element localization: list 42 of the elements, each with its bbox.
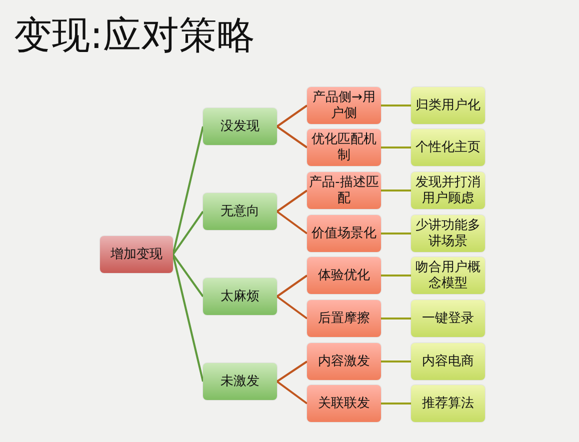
strategy-box: 个性化主页 [411, 129, 485, 166]
connector-line [381, 360, 411, 362]
strategy-box: 少讲功能多讲场景 [411, 215, 485, 252]
category-box: 太麻烦 [203, 278, 277, 315]
cause-box: 内容激发 [307, 343, 381, 380]
strategy-box: 一键登录 [411, 300, 485, 337]
strategy-box: 归类用户化 [411, 87, 485, 124]
category-box: 没发现 [203, 108, 277, 145]
strategy-box: 吻合用户概念模型 [411, 257, 485, 294]
connector-line [381, 146, 411, 148]
cause-box: 关联联发 [307, 385, 381, 422]
cause-box: 体验优化 [307, 257, 381, 294]
strategy-box: 发现并打消用户顾虑 [411, 172, 485, 209]
connector-line [276, 360, 308, 382]
title: 变现:应对策略 [14, 12, 255, 58]
cause-box: 优化匹配机制 [307, 129, 381, 166]
category-box: 未激发 [203, 363, 277, 400]
strategy-box: 内容电商 [411, 343, 485, 380]
connector-line [172, 210, 204, 256]
category-box: 无意向 [203, 193, 277, 230]
connector-line [276, 104, 308, 128]
root-box: 增加变现 [100, 236, 173, 273]
cause-box: 后置摩擦 [307, 300, 381, 337]
connector-line [381, 274, 411, 276]
connector-line [276, 190, 308, 212]
connector-line [276, 274, 308, 298]
connector-line [276, 210, 308, 234]
connector-line [276, 296, 308, 320]
connector-line [381, 104, 411, 106]
connector-line [381, 190, 411, 192]
cause-box: 产品侧→用户侧 [307, 87, 381, 124]
connector-line [172, 254, 204, 298]
connector-line [276, 380, 308, 404]
strategy-box: 推荐算法 [411, 385, 485, 422]
connector-line [381, 318, 411, 320]
connector-line [381, 402, 411, 404]
cause-box: 产品-描述匹配 [307, 172, 381, 209]
connector-line [172, 126, 204, 255]
cause-box: 价值场景化 [307, 215, 381, 252]
connector-line [172, 254, 204, 382]
connector-line [276, 126, 308, 148]
connector-line [381, 232, 411, 234]
